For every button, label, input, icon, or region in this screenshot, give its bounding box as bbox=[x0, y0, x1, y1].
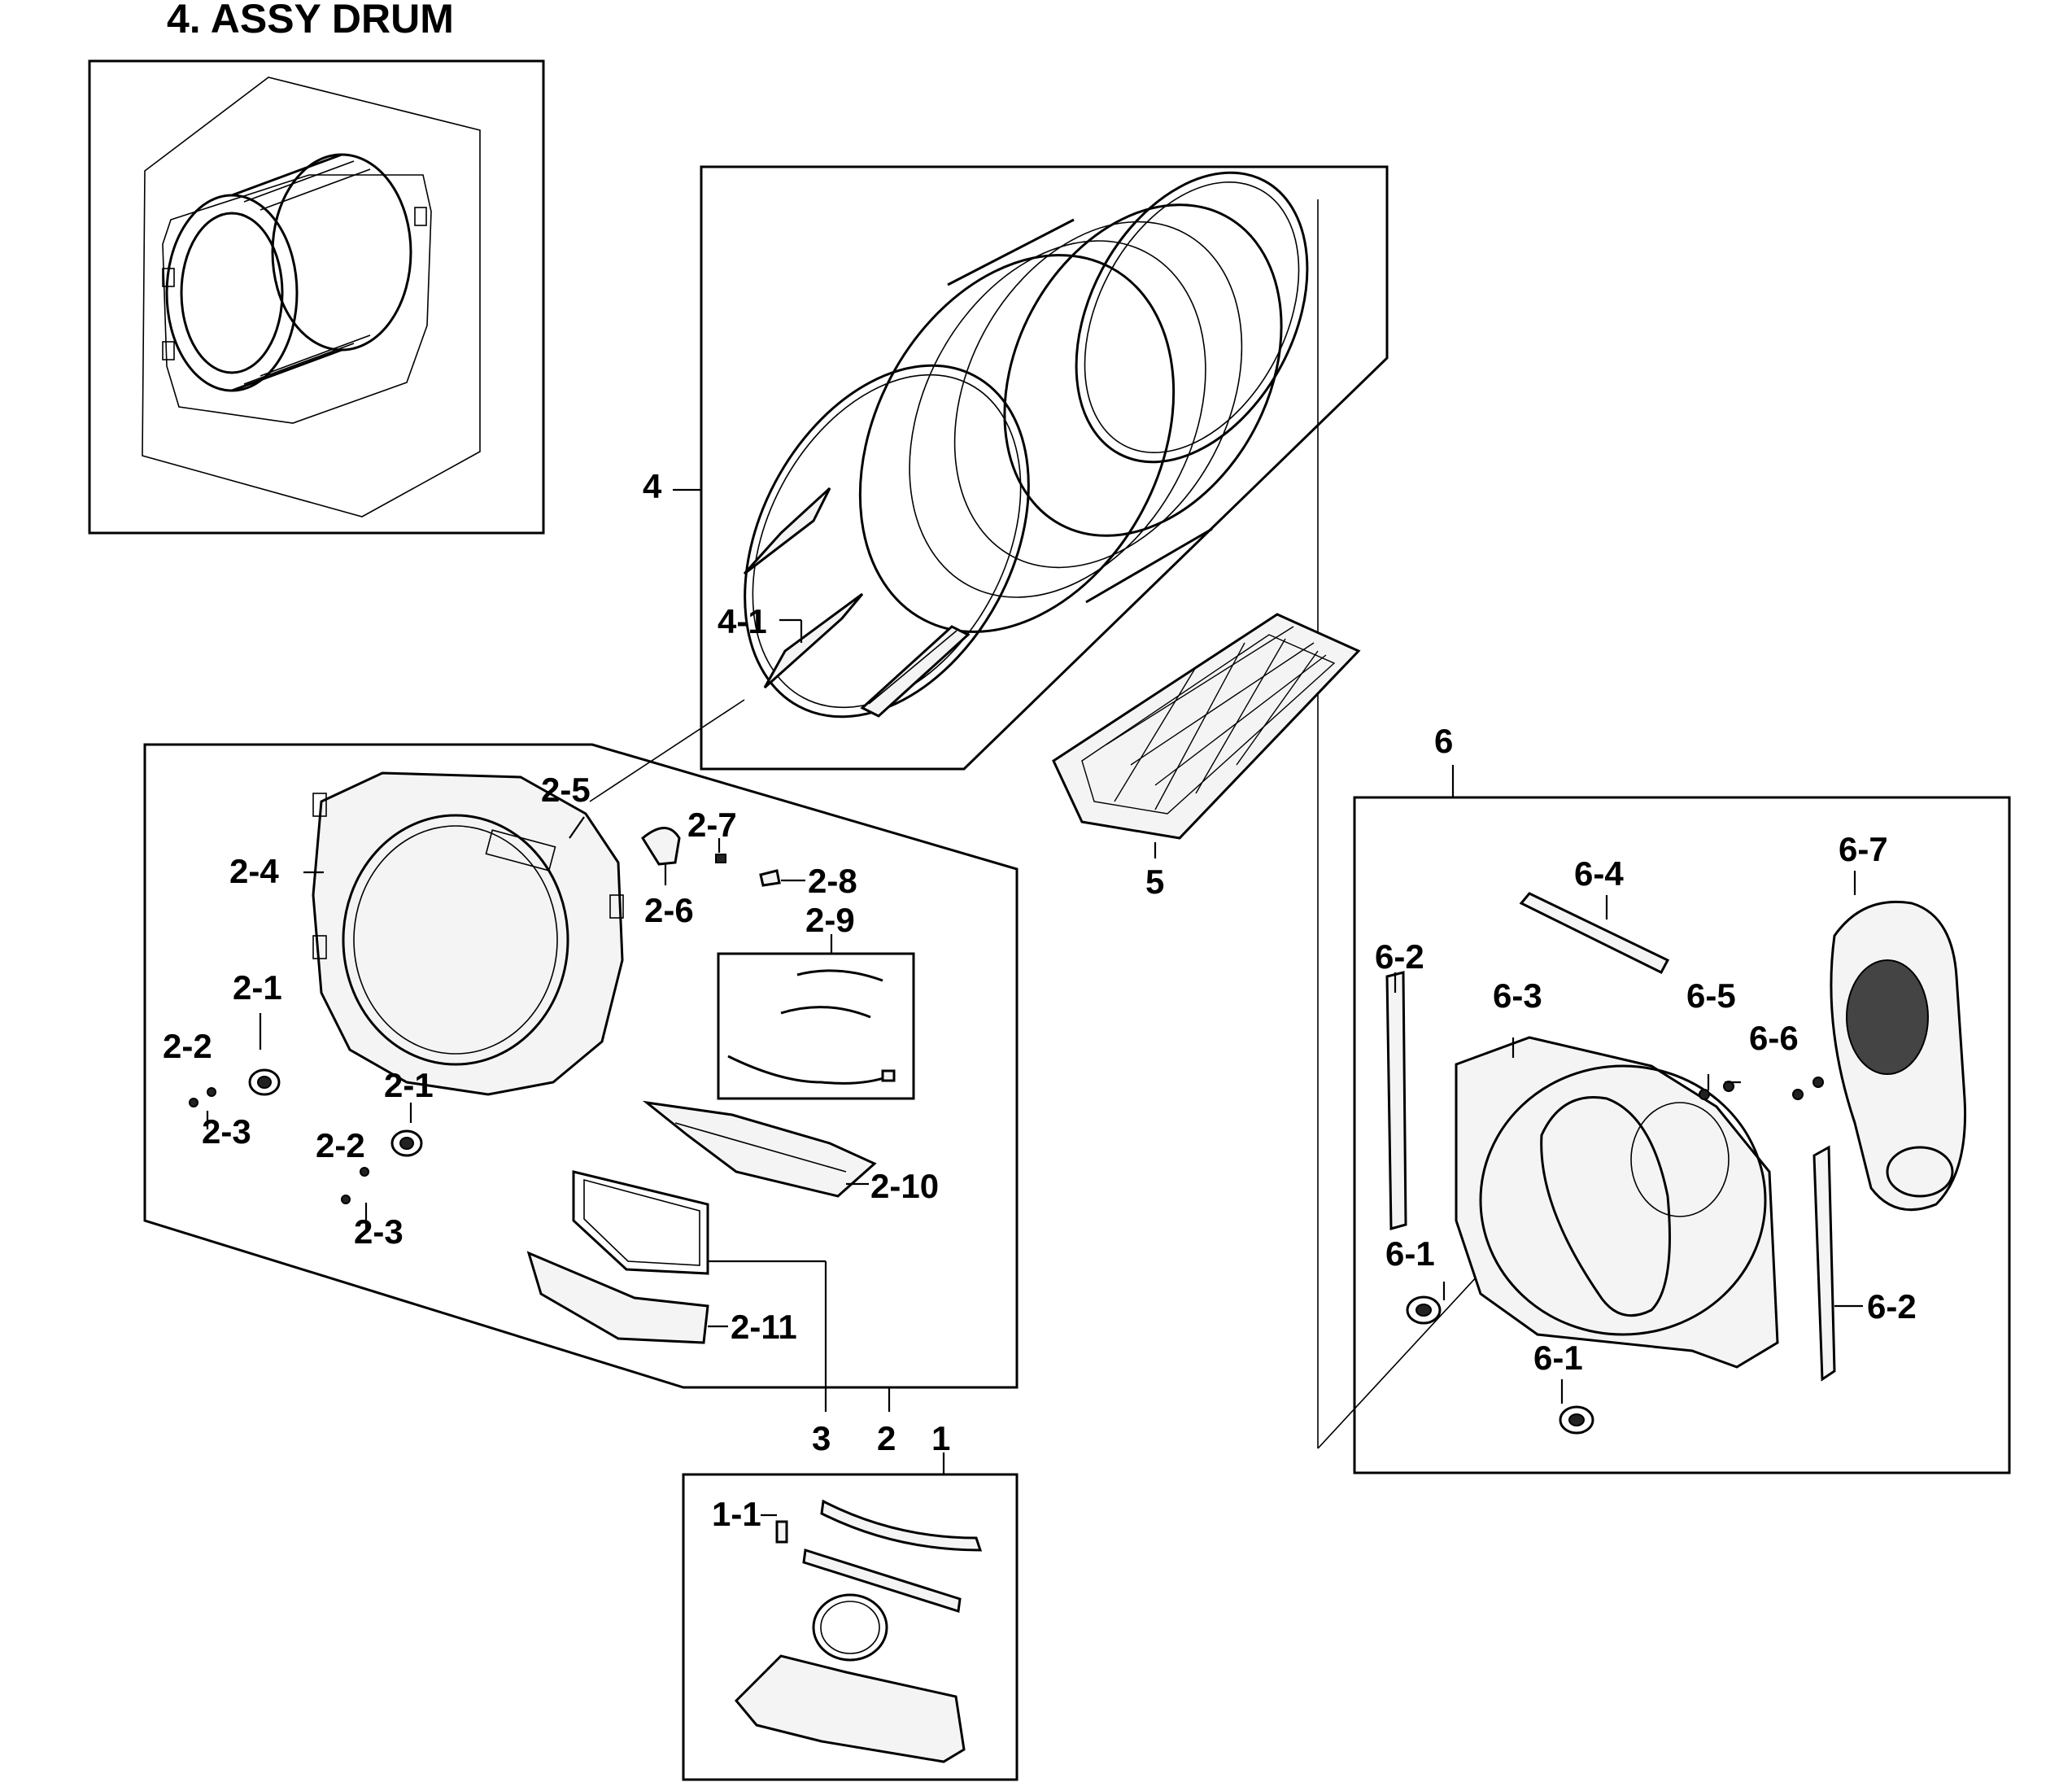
callout-2-6: 2-6 bbox=[644, 891, 694, 929]
bottom-duct-part bbox=[734, 1654, 966, 1763]
callout-1: 1 bbox=[931, 1419, 950, 1457]
callout-2-4: 2-4 bbox=[229, 852, 279, 890]
callout-labels: 4 4-1 5 6 2-5 2-4 2-7 2-6 2-8 2-9 2-1 2-… bbox=[163, 467, 1917, 1533]
front-frame-part bbox=[312, 771, 624, 1096]
callout-2-3-right: 2-3 bbox=[354, 1212, 403, 1251]
rear-panel-section bbox=[1353, 765, 2011, 1474]
callout-6-7: 6-7 bbox=[1839, 830, 1888, 868]
front-panel-section bbox=[143, 743, 1019, 1412]
filter-housing-part bbox=[572, 1170, 709, 1275]
callout-2-11: 2-11 bbox=[731, 1308, 797, 1346]
bottom-seal-strip bbox=[820, 1499, 983, 1552]
rear-duct-assembly bbox=[1830, 900, 1967, 1212]
rear-rail-right-part bbox=[1812, 1145, 1836, 1382]
rear-bumper-set bbox=[1406, 1295, 1594, 1435]
callout-6-1-left: 6-1 bbox=[1385, 1234, 1435, 1273]
screw-part bbox=[715, 854, 726, 863]
bottom-gasket-strip bbox=[802, 1549, 962, 1613]
drum-section-frame bbox=[700, 165, 1389, 771]
drum-front-rim bbox=[858, 254, 1176, 633]
rear-panel-part bbox=[1455, 1036, 1779, 1369]
callout-1-1: 1-1 bbox=[712, 1495, 761, 1533]
assembled-drum-illustration bbox=[162, 153, 432, 424]
callout-6-6: 6-6 bbox=[1749, 1019, 1799, 1057]
overview-backdrop bbox=[142, 76, 481, 518]
callout-2-10: 2-10 bbox=[870, 1167, 939, 1205]
front-section-frame bbox=[143, 743, 1019, 1389]
callout-6-2-right: 6-2 bbox=[1867, 1287, 1917, 1326]
callout-2-9: 2-9 bbox=[805, 901, 855, 939]
callout-6: 6 bbox=[1434, 722, 1453, 760]
callout-5: 5 bbox=[1145, 863, 1164, 901]
callout-2-7: 2-7 bbox=[687, 806, 737, 844]
switch-part bbox=[759, 869, 781, 887]
callout-6-2-left: 6-2 bbox=[1375, 937, 1424, 976]
rear-rail-left-part bbox=[1385, 971, 1407, 1230]
lint-filter bbox=[1052, 613, 1361, 858]
drum-section bbox=[673, 165, 1389, 771]
callout-2-1-right: 2-1 bbox=[384, 1066, 434, 1104]
bottom-section-frame bbox=[682, 1473, 1019, 1781]
bottom-ring-part bbox=[812, 1593, 888, 1662]
callout-4-1: 4-1 bbox=[718, 602, 767, 640]
rear-screw-part bbox=[1699, 1089, 1710, 1100]
callout-2-8: 2-8 bbox=[808, 862, 857, 900]
callout-6-5: 6-5 bbox=[1686, 976, 1736, 1015]
diagram-title: 4. ASSY DRUM bbox=[167, 0, 454, 41]
drum-lifters bbox=[743, 487, 971, 718]
door-bumper-set bbox=[189, 1068, 423, 1204]
callout-6-4: 6-4 bbox=[1574, 854, 1624, 893]
callout-6-1-right: 6-1 bbox=[1533, 1339, 1583, 1377]
callout-4: 4 bbox=[643, 467, 662, 505]
bottom-clip-part bbox=[775, 1520, 788, 1544]
drum-seal-ring bbox=[744, 364, 1030, 719]
callout-6-3: 6-3 bbox=[1493, 976, 1542, 1015]
callout-2-3-left: 2-3 bbox=[202, 1112, 251, 1151]
callout-2: 2 bbox=[877, 1419, 896, 1457]
callout-2-2-right: 2-2 bbox=[316, 1126, 365, 1164]
callout-2-5: 2-5 bbox=[541, 771, 591, 809]
overview-frame bbox=[88, 59, 545, 535]
rear-bracket-part bbox=[1519, 892, 1670, 974]
filter-cover-part bbox=[526, 1251, 709, 1344]
rear-section-frame bbox=[1353, 796, 2011, 1474]
guide-line bbox=[589, 699, 745, 802]
assembly-overview-panel bbox=[88, 59, 545, 535]
harness-inset-frame bbox=[717, 952, 915, 1100]
door-hinge-part bbox=[641, 827, 681, 866]
drum-rear-rim bbox=[1003, 203, 1283, 537]
callout-2-1-left: 2-1 bbox=[233, 968, 282, 1007]
bottom-duct-section bbox=[682, 1452, 1019, 1781]
callout-3: 3 bbox=[812, 1419, 831, 1457]
front-duct-part bbox=[642, 1100, 877, 1198]
callout-2-2-left: 2-2 bbox=[163, 1027, 212, 1065]
